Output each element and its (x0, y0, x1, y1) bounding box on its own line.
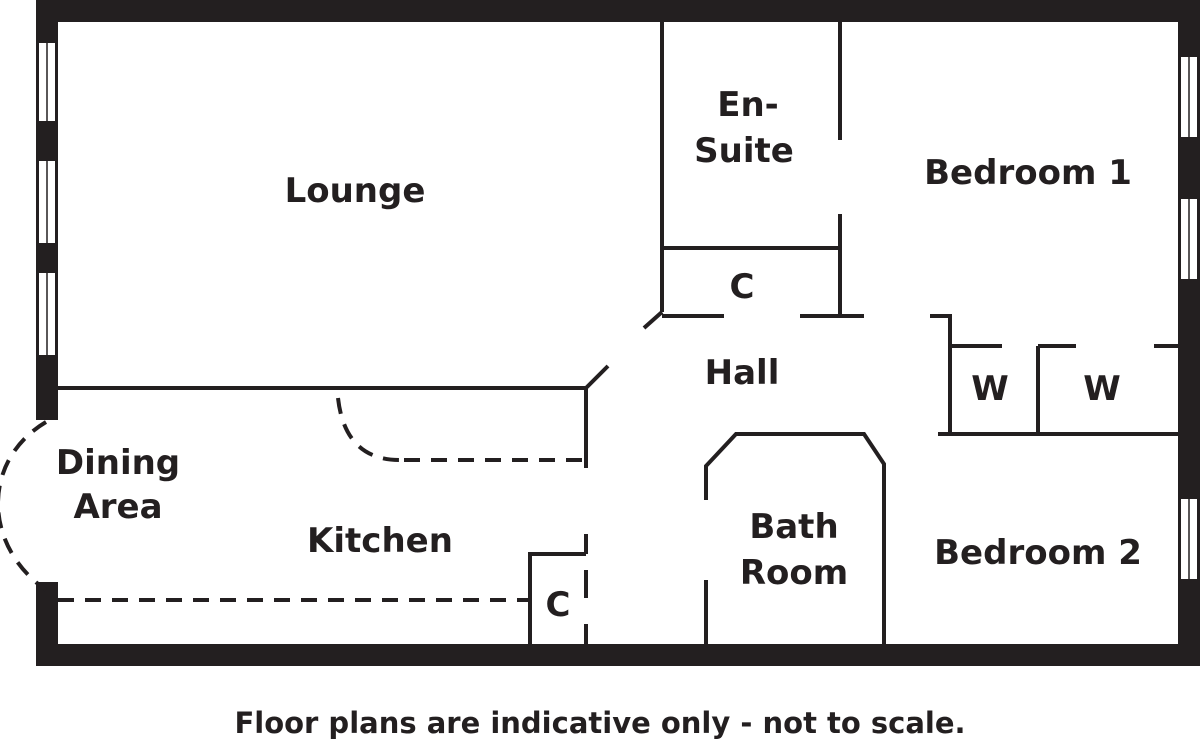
label-ensuite-2: Suite (694, 131, 794, 171)
label-kitchen: Kitchen (307, 521, 453, 561)
windows (37, 41, 1199, 581)
label-hall-cupboard: C (730, 267, 755, 307)
label-bedroom-2: Bedroom 2 (934, 533, 1142, 573)
label-wardrobe-1: W (971, 369, 1009, 409)
kitchen-arc (336, 397, 401, 462)
outer-wall-bottom (36, 644, 1200, 666)
label-bath-1: Bath (749, 507, 838, 547)
label-dining-1: Dining (56, 443, 180, 483)
label-kitchen-cupboard: C (546, 585, 571, 625)
label-bath-2: Room (740, 553, 848, 593)
label-hall: Hall (705, 353, 780, 393)
label-bedroom-1: Bedroom 1 (924, 153, 1132, 193)
outer-wall-left-lower (36, 582, 58, 666)
dining-bay-arc (0, 420, 48, 592)
interior-walls (58, 22, 1178, 644)
dashed-boundaries (0, 397, 586, 602)
label-wardrobe-2: W (1083, 369, 1121, 409)
floor-plan: Lounge En- Suite Bedroom 1 C Hall W W Di… (0, 0, 1200, 666)
label-ensuite-1: En- (717, 85, 779, 125)
label-dining-2: Area (73, 487, 162, 527)
disclaimer-caption: Floor plans are indicative only - not to… (234, 706, 966, 740)
label-lounge: Lounge (285, 171, 426, 211)
outer-wall-top (36, 0, 1200, 22)
room-labels: Lounge En- Suite Bedroom 1 C Hall W W Di… (56, 85, 1142, 625)
